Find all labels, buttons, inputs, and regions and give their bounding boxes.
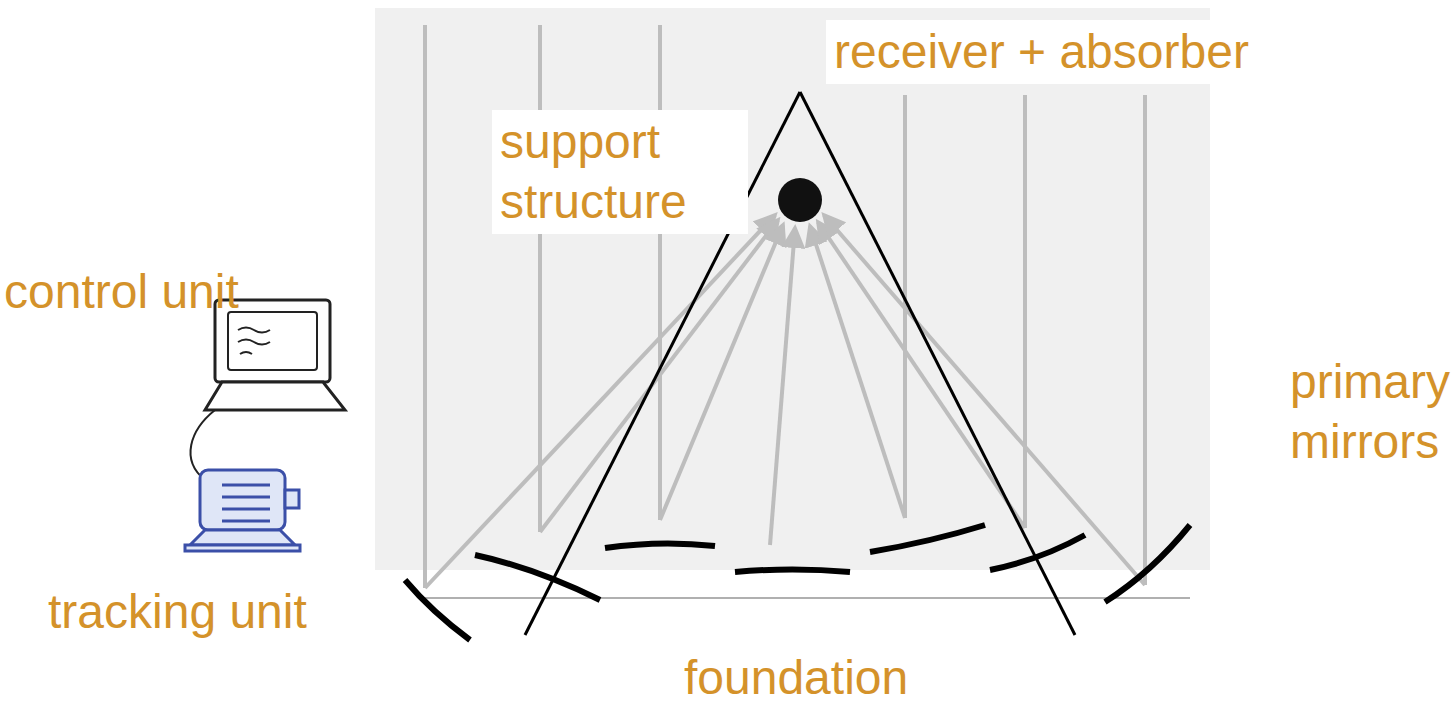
primary-mirrors [405, 525, 1190, 640]
computer-icon [191, 300, 345, 480]
base-line [425, 597, 1190, 599]
receiver-absorber [778, 178, 822, 222]
support-structure-label: support structure [492, 110, 748, 234]
photo-ground [375, 8, 1210, 570]
motor-icon [185, 470, 300, 551]
reflected-rays [425, 215, 1145, 588]
tracking-unit-label: tracking unit [48, 582, 307, 642]
control-unit-label: control unit [4, 262, 239, 322]
sun-rays [425, 25, 1145, 588]
receiver-label: receiver + absorber [826, 20, 1257, 84]
primary-mirrors-label: primary mirrors [1290, 352, 1450, 472]
foundation-label: foundation [684, 648, 908, 708]
